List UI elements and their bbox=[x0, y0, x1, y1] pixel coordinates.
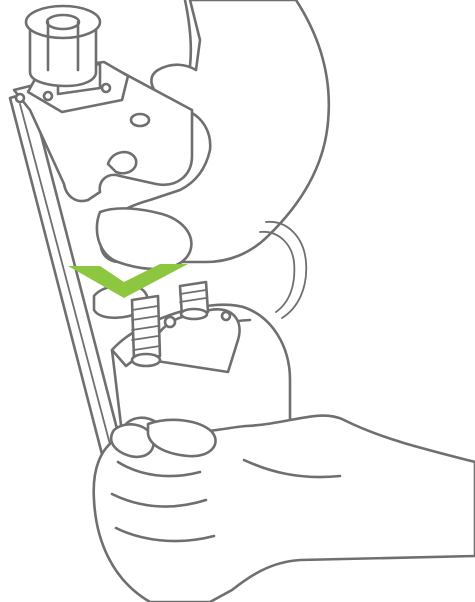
lower-hand bbox=[94, 416, 475, 602]
green-chevron-down-icon bbox=[68, 264, 188, 298]
cable bbox=[260, 232, 294, 312]
actuator bbox=[26, 6, 128, 112]
